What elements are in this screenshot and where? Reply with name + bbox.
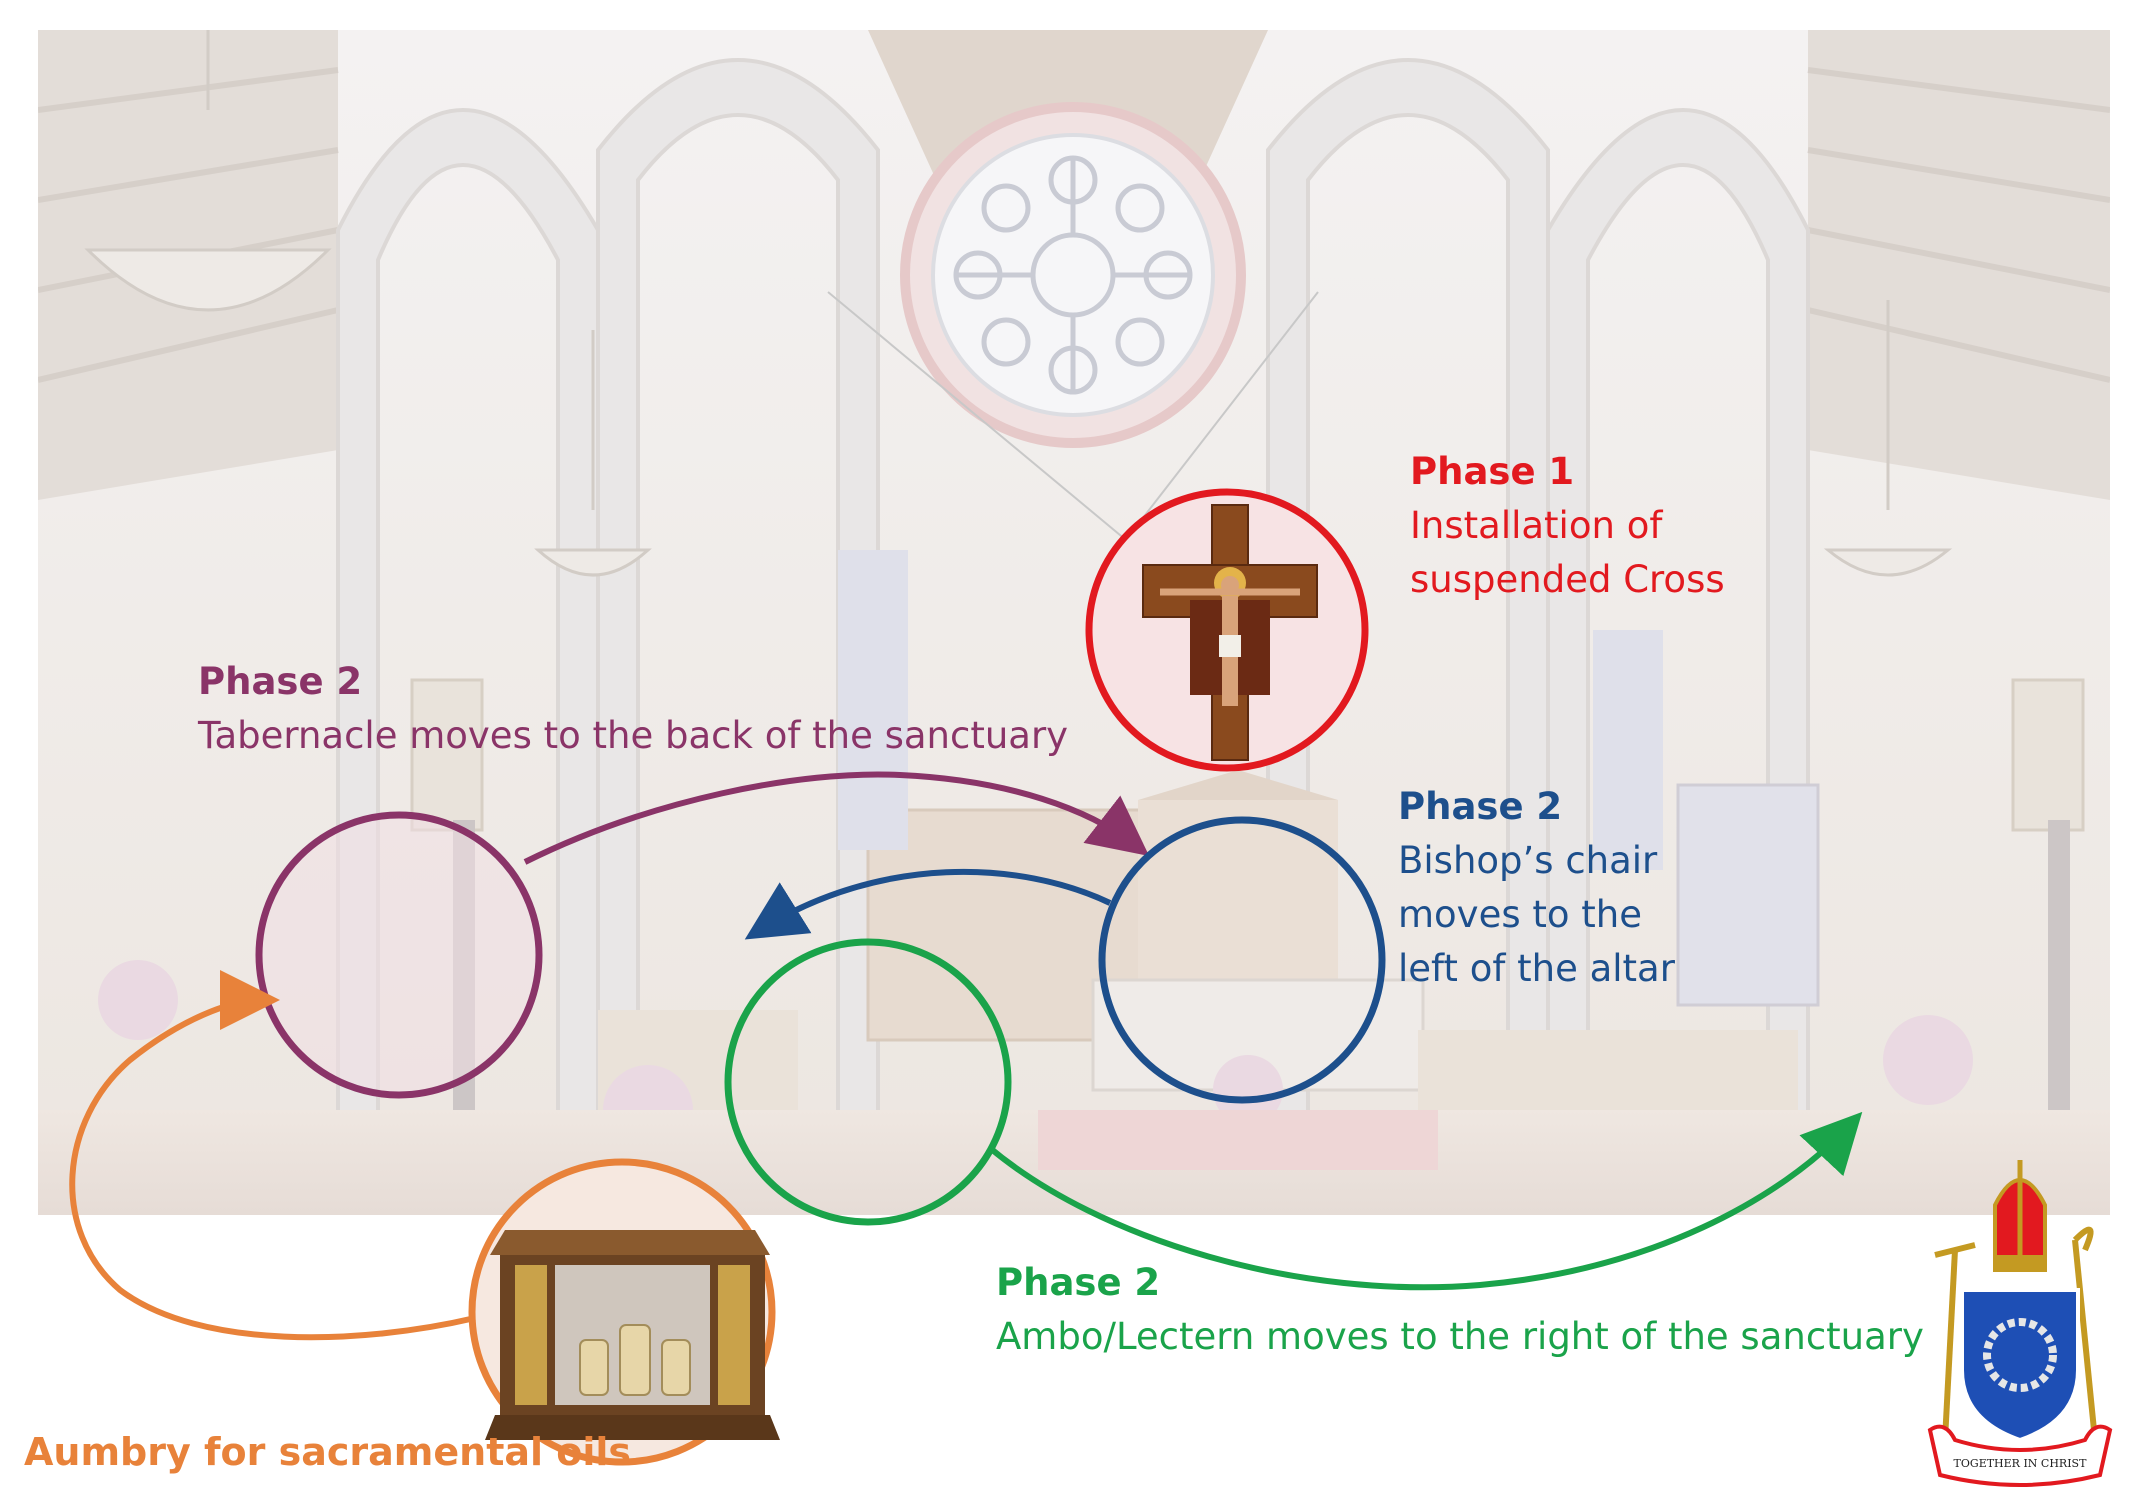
tabernacle-label: Phase 2 Tabernacle moves to the back of …	[198, 655, 1068, 763]
suspended-cross-marker	[1089, 492, 1365, 768]
bishops-chair-current-location	[1102, 820, 1382, 1100]
phase1-label: Phase 1 Installation of suspended Cross	[1410, 445, 1725, 607]
shield-icon	[1962, 1290, 2078, 1440]
phase1-line1: Installation of	[1410, 499, 1725, 553]
bishops-chair-move-arrow	[760, 872, 1110, 930]
tabernacle-current-location	[259, 815, 539, 1095]
ambo-text: Ambo/Lectern moves to the right of the s…	[996, 1310, 1924, 1364]
ambo-label: Phase 2 Ambo/Lectern moves to the right …	[996, 1256, 1924, 1364]
aumbry-marker	[472, 1162, 780, 1462]
tabernacle-text: Tabernacle moves to the back of the sanc…	[198, 709, 1068, 763]
bishops-chair-label: Phase 2 Bishop’s chair moves to the left…	[1398, 780, 1675, 996]
ambo-current-location	[728, 942, 1008, 1222]
aumbry-cabinet-icon	[485, 1230, 780, 1440]
bishops-chair-line1: Bishop’s chair	[1398, 834, 1675, 888]
bishops-chair-line2: moves to the	[1398, 888, 1675, 942]
bishops-chair-line3: left of the altar	[1398, 942, 1675, 996]
phase1-heading: Phase 1	[1410, 445, 1725, 499]
aumbry-label: Aumbry for sacramental oils	[24, 1425, 631, 1479]
ambo-heading: Phase 2	[996, 1256, 1924, 1310]
bishops-chair-heading: Phase 2	[1398, 780, 1675, 834]
tabernacle-move-arrow	[525, 774, 1135, 862]
crest-motto: TOGETHER IN CHRIST	[1954, 1457, 2088, 1470]
tabernacle-heading: Phase 2	[198, 655, 1068, 709]
diocesan-crest: TOGETHER IN CHRIST	[1930, 1160, 2110, 1485]
phase1-line2: suspended Cross	[1410, 553, 1725, 607]
mitre-icon	[1995, 1160, 2045, 1270]
